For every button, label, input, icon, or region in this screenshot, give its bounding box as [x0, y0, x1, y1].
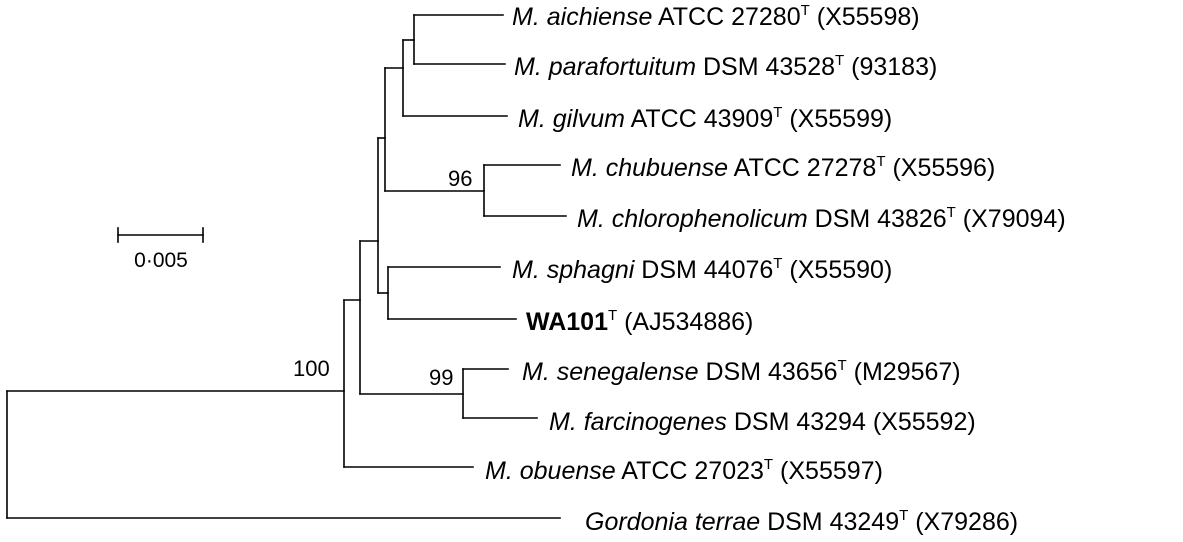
- taxon-strain: ATCC 27023: [621, 457, 764, 485]
- taxon-accession: (AJ534886): [624, 308, 753, 336]
- taxon-accession: (X55597): [780, 457, 883, 485]
- taxon-strain: ATCC 43909: [631, 105, 774, 133]
- taxon-label-sphagni: M. sphagni DSM 44076T (X55590): [512, 255, 892, 284]
- taxon-label-chubuense: M. chubuense ATCC 27278T (X55596): [571, 153, 995, 182]
- taxon-accession: (X55599): [789, 105, 892, 133]
- taxon-strain: ATCC 27280: [658, 3, 801, 31]
- taxon-label-aichiense: M. aichiense ATCC 27280T (X55598): [512, 2, 920, 31]
- taxon-species: terrae: [695, 508, 760, 536]
- taxon-strain: DSM 44076: [641, 256, 773, 284]
- scale-bar: 0·005: [117, 227, 204, 272]
- taxon-genus: M.: [549, 408, 577, 436]
- taxon-label-wa101: WA101T (AJ534886): [526, 307, 753, 336]
- taxon-accession: (X55590): [789, 256, 892, 284]
- tree-branches: [6, 14, 567, 519]
- taxon-genus: Gordonia: [585, 508, 688, 536]
- taxon-genus: M.: [514, 53, 542, 81]
- taxon-label-gordonia-terrae: Gordonia terrae DSM 43249T (X79286): [585, 507, 1018, 536]
- taxon-genus: M.: [512, 3, 540, 31]
- bootstrap-value-96: 96: [448, 166, 472, 191]
- taxon-accession: (X79286): [915, 508, 1018, 536]
- taxon-label-senegalense: M. senegalense DSM 43656T (M29567): [522, 357, 961, 386]
- taxon-species: chubuense: [606, 154, 728, 182]
- taxon-genus: M.: [512, 256, 540, 284]
- type-strain-marker: T: [773, 255, 782, 272]
- taxon-species: aichiense: [547, 3, 653, 31]
- type-strain-marker: T: [764, 456, 773, 473]
- taxon-species: gilvum: [553, 105, 625, 133]
- taxon-strain: DSM 43294: [734, 408, 866, 436]
- taxon-strain: ATCC 27278: [734, 154, 877, 182]
- taxon-genus: M.: [577, 205, 605, 233]
- taxon-label-chlorophenolicum: M. chlorophenolicum DSM 43826T (X79094): [577, 204, 1066, 233]
- taxon-accession: (X55598): [817, 3, 920, 31]
- taxon-label-gilvum: M. gilvum ATCC 43909T (X55599): [518, 104, 892, 133]
- taxon-genus: M.: [571, 154, 599, 182]
- taxon-genus: M.: [485, 457, 513, 485]
- taxon-strain: DSM 43826: [815, 205, 947, 233]
- bootstrap-value-100: 100: [293, 356, 330, 381]
- taxon-accession: (X79094): [963, 205, 1066, 233]
- scale-bar-label: 0·005: [134, 249, 188, 272]
- bootstrap-value-99: 99: [429, 365, 453, 390]
- taxon-species: farcinogenes: [584, 408, 727, 436]
- taxon-accession: (93183): [851, 53, 937, 81]
- taxon-genus: M.: [518, 105, 546, 133]
- taxon-label-farcinogenes: M. farcinogenes DSM 43294 (X55592): [549, 408, 976, 436]
- taxon-species: senegalense: [557, 358, 699, 386]
- taxon-label-parafortuitum: M. parafortuitum DSM 43528T (93183): [514, 52, 937, 81]
- taxon-species: parafortuitum: [548, 53, 696, 81]
- taxon-strain: DSM 43528: [703, 53, 835, 81]
- type-strain-marker: T: [947, 204, 956, 221]
- type-strain-marker: T: [801, 2, 810, 19]
- taxon-strain: DSM 43249: [767, 508, 899, 536]
- taxon-strain: DSM 43656: [705, 358, 837, 386]
- taxon-accession: (M29567): [854, 358, 961, 386]
- type-strain-marker: T: [838, 357, 847, 374]
- type-strain-marker: T: [835, 52, 844, 69]
- taxon-species: obuense: [520, 457, 616, 485]
- type-strain-marker: T: [608, 307, 617, 324]
- taxon-accession: (X55592): [873, 408, 976, 436]
- taxon-species: sphagni: [547, 256, 636, 284]
- taxon-label-obuense: M. obuense ATCC 27023T (X55597): [485, 456, 883, 485]
- taxon-accession: (X55596): [892, 154, 995, 182]
- type-strain-marker: T: [876, 153, 885, 170]
- taxon-strain: WA101: [526, 308, 608, 336]
- taxon-species: chlorophenolicum: [612, 205, 808, 233]
- type-strain-marker: T: [773, 104, 782, 121]
- type-strain-marker: T: [899, 507, 908, 524]
- taxon-genus: M.: [522, 358, 550, 386]
